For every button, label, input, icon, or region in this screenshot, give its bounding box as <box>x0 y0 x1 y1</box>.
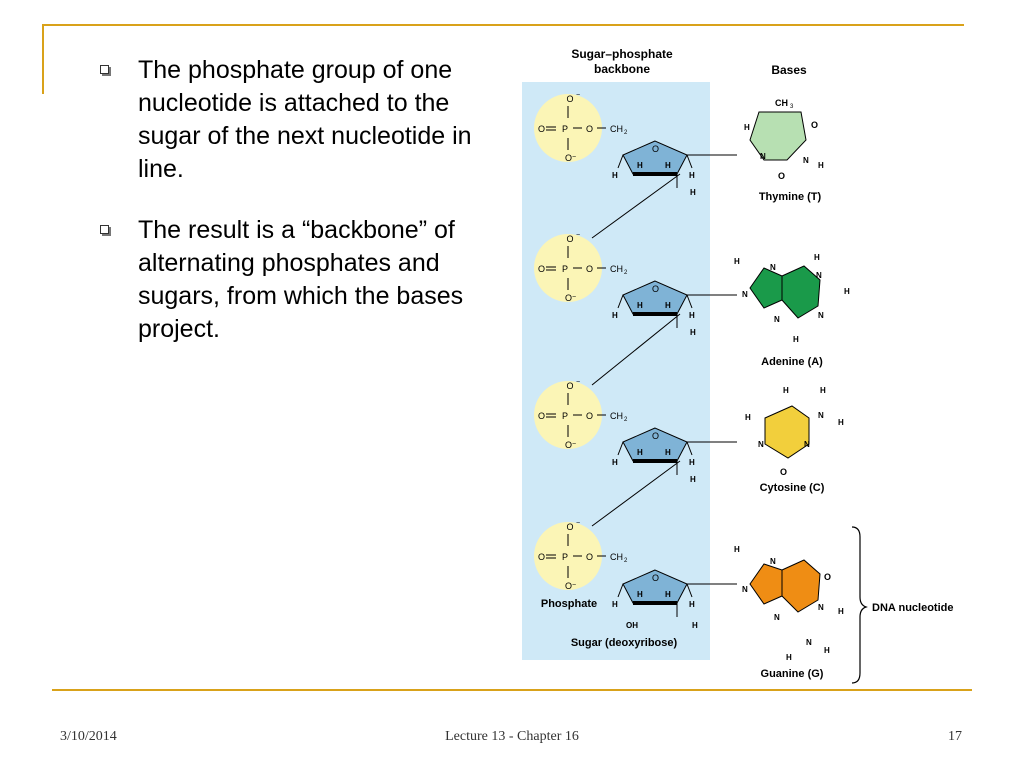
svg-text:N: N <box>818 311 824 320</box>
svg-text:H: H <box>824 646 830 655</box>
frame-top-rule <box>42 24 964 26</box>
svg-text:H: H <box>844 287 850 296</box>
footer-title: Lecture 13 - Chapter 16 <box>445 729 579 744</box>
thymine-ring <box>749 111 807 161</box>
svg-text:N: N <box>774 315 780 324</box>
svg-text:H: H <box>786 653 792 662</box>
sugar-h-label: H <box>692 621 698 630</box>
svg-text:N: N <box>770 557 776 566</box>
frame-left-rule <box>42 24 44 94</box>
svg-text:3: 3 <box>790 104 794 110</box>
svg-text:N: N <box>770 263 776 272</box>
bullet-text: The phosphate group of one nucleotide is… <box>138 56 472 183</box>
svg-text:H: H <box>838 418 844 427</box>
svg-text:H: H <box>783 386 789 395</box>
bullet-list: The phosphate group of one nucleotide is… <box>100 54 500 374</box>
sugar-label: Sugar (deoxyribose) <box>571 637 678 649</box>
svg-text:H: H <box>838 607 844 616</box>
backbone-link <box>591 173 681 239</box>
sugar-oh-label: OH <box>626 621 638 630</box>
svg-text:H: H <box>744 123 750 132</box>
dna-backbone-diagram: O − O P O CH 2 O − O H H H H <box>522 47 954 684</box>
thymine-base: CH 3 H O N N H O Thymine (T) <box>744 98 824 203</box>
frame-bottom-rule <box>52 689 972 691</box>
base-label: Cytosine (C) <box>760 482 825 494</box>
guanine-ring-6 <box>781 559 821 613</box>
phosphate-label: Phosphate <box>541 598 597 610</box>
sugar-h-label: H <box>690 188 696 197</box>
checkbox-bullet-icon <box>100 65 109 74</box>
svg-text:N: N <box>804 440 810 449</box>
svg-text:H: H <box>820 386 826 395</box>
svg-text:O: O <box>824 572 831 582</box>
sugar-h-label: H <box>690 475 696 484</box>
svg-text:O: O <box>780 467 787 477</box>
nucleotide-brace <box>851 526 868 684</box>
adenine-base: H N N H N H N N H Adenine (A) <box>734 253 850 368</box>
backbone-header-line2: backbone <box>594 62 650 76</box>
page-number: 17 <box>948 729 962 744</box>
svg-text:N: N <box>760 152 766 161</box>
adenine-ring-5 <box>749 267 783 309</box>
bases-header: Bases <box>771 63 807 77</box>
backbone-header-line1: Sugar–phosphate <box>571 47 673 61</box>
svg-text:O: O <box>778 171 785 181</box>
base-label: Guanine (G) <box>761 668 824 680</box>
adenine-ring-6 <box>781 265 821 319</box>
backbone-link <box>591 313 681 386</box>
svg-text:H: H <box>734 257 740 266</box>
svg-text:N: N <box>758 440 764 449</box>
cytosine-ring <box>764 405 810 459</box>
cytosine-base: H H H N H N N O Cytosine (C) <box>745 386 844 494</box>
svg-text:N: N <box>816 271 822 280</box>
sugar-h-label: H <box>690 328 696 337</box>
base-label: Thymine (T) <box>759 191 822 203</box>
svg-text:N: N <box>742 585 748 594</box>
svg-text:N: N <box>818 411 824 420</box>
svg-text:CH: CH <box>775 98 788 108</box>
svg-text:H: H <box>814 253 820 262</box>
svg-text:N: N <box>806 638 812 647</box>
backbone-link <box>591 460 681 527</box>
checkbox-bullet-icon <box>100 225 109 234</box>
bullet-item: The result is a “backbone” of alternatin… <box>100 214 500 346</box>
svg-text:N: N <box>774 613 780 622</box>
svg-text:H: H <box>745 413 751 422</box>
base-label: Adenine (A) <box>761 356 823 368</box>
guanine-ring-5 <box>749 563 783 605</box>
footer-date: 3/10/2014 <box>60 729 117 744</box>
bullet-item: The phosphate group of one nucleotide is… <box>100 54 500 186</box>
guanine-base: H N N O N H N N H H Guanine (G) <box>734 545 844 680</box>
svg-text:N: N <box>818 603 824 612</box>
svg-text:H: H <box>734 545 740 554</box>
svg-text:N: N <box>742 290 748 299</box>
svg-text:H: H <box>793 335 799 344</box>
nucleotide-label: DNA nucleotide <box>872 602 954 614</box>
svg-text:H: H <box>818 161 824 170</box>
svg-text:O: O <box>811 120 818 130</box>
bullet-text: The result is a “backbone” of alternatin… <box>138 216 464 343</box>
svg-text:N: N <box>803 156 809 165</box>
